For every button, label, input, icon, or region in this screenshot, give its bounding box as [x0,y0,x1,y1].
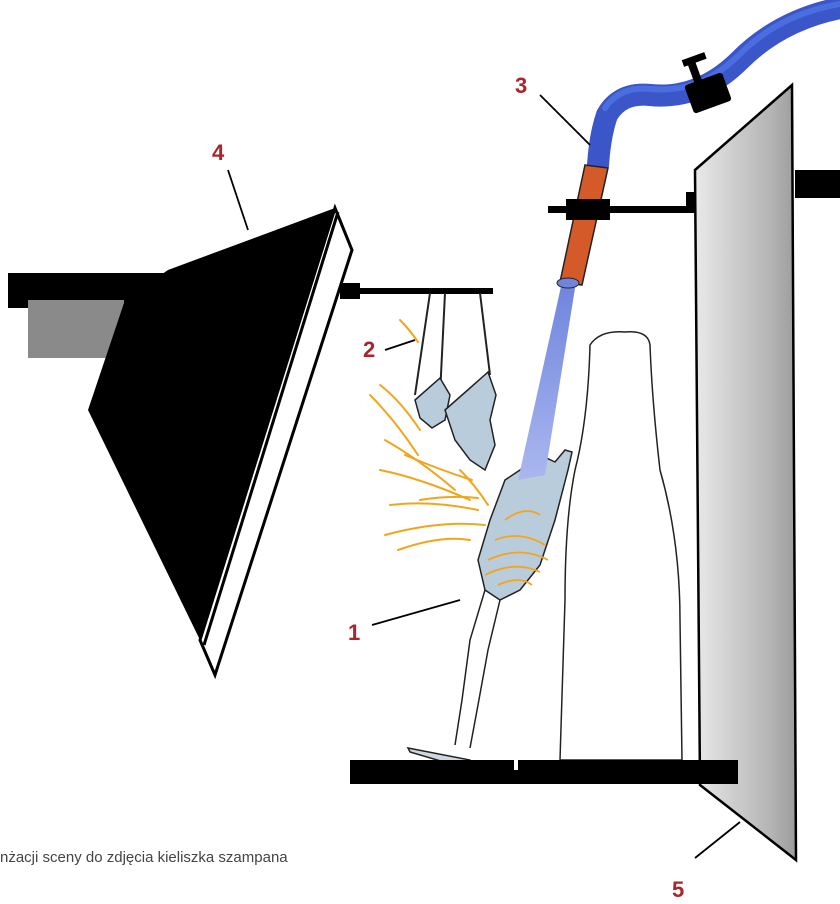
leader-line-3 [539,94,591,146]
rod-bar [548,206,708,213]
table-gap [514,760,518,770]
splash-streak [379,384,421,431]
callout-label-1: 1 [348,620,360,645]
splash-streak [389,502,479,511]
champagne-splash [369,319,489,551]
callout-leaders [227,94,741,859]
hanging-string [414,292,431,396]
glass-shards [414,370,497,472]
splash-streak [459,469,489,506]
valve-icon [681,52,732,114]
splash-streak [399,319,419,343]
lamp-head-cylinder [28,300,124,358]
water-hose [556,0,840,289]
leader-line-5 [694,821,741,859]
callout-label-2: 2 [363,337,375,362]
callout-label-3: 3 [515,73,527,98]
figure-caption: nżacji sceny do zdjęcia kieliszka szampa… [0,849,288,866]
table-base [350,760,738,784]
rod-bar [355,288,493,294]
splash-streak [384,439,456,491]
glass-stem [454,589,501,749]
reflector-panel [693,82,798,863]
splash-streak [419,495,479,501]
softbox-lamp [8,203,354,680]
rod-clamp [566,199,610,220]
softbox-diffuser-outline [202,211,340,646]
rod-clamp [340,283,360,299]
hose-tube [587,0,840,176]
glass-liquid-swirl [484,510,549,586]
softbox-body [88,208,352,675]
splash-streak [369,394,419,456]
hose-nozzle [559,164,609,286]
callout-label-4: 4 [212,140,225,165]
leader-line-2 [384,339,416,351]
hanging-string [479,292,491,376]
callout-label-5: 5 [672,877,684,902]
splash-streak [404,454,473,481]
leader-line-1 [371,599,461,626]
splash-streak [397,537,471,551]
water-stream [518,282,576,480]
splash-streak [384,522,486,536]
hose-holder-rod [548,170,840,220]
glass-shard [444,370,497,472]
rod-extension [795,170,840,198]
nozzle-tip [556,277,580,289]
splash-streak [379,469,471,501]
glass-shard [414,376,451,429]
leader-line-4 [227,169,249,231]
champagne-bottle-outline [559,331,683,761]
softbox-diffuser-edge [198,203,354,680]
